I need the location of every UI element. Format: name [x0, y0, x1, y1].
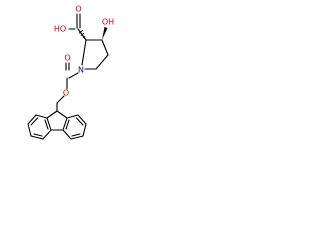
right-ring-bond-5	[62, 129, 72, 140]
ester-o-ch2-bond	[56, 95, 65, 104]
c2-cooh-hash-bond	[78, 29, 87, 41]
left-ring-bond-2	[27, 114, 37, 125]
right-ring-bond-2	[77, 114, 87, 125]
ring-nitrogen-label: N	[78, 66, 84, 75]
carbamate-carbonyl-oxygen-label: O	[64, 54, 70, 63]
fluorene-c9-c9a-bond	[46, 110, 58, 119]
n-carbamate-c-bond	[68, 72, 79, 79]
right-ring-inner-bond-2	[71, 133, 81, 137]
chemical-structure: HO O OH N O O	[27, 5, 114, 140]
right-ring-bond-4	[70, 135, 84, 140]
carbamate-ester-oxygen-label: O	[63, 89, 69, 98]
ring-c4-c5-bond	[95, 54, 109, 70]
left-ring-inner-bond-2	[33, 133, 43, 137]
left-ring-bond-4	[30, 135, 44, 140]
ring-c3-c4-bond	[101, 39, 109, 56]
fluorene-c9a-c4a-bond	[46, 117, 52, 131]
right-ring-bond-1	[66, 114, 79, 119]
left-ring-bond-1	[35, 114, 48, 119]
c3-oh-wedge-bond	[102, 27, 108, 40]
acid-carbonyl-oxygen-label: O	[75, 5, 81, 14]
right-ring-inner-bond-3	[65, 119, 70, 130]
left-ring-bond-5	[42, 129, 52, 140]
fluorene-c8a-c4b-bond	[62, 117, 68, 131]
right-ring-inner-bond-1	[75, 117, 84, 126]
ring-hydroxyl-label: OH	[102, 18, 114, 27]
ring-n-c2-bond	[81, 39, 87, 66]
left-ring-bond-3	[27, 123, 32, 137]
right-ring-bond-3	[82, 123, 87, 137]
left-ring-inner-bond-3	[44, 119, 49, 130]
fluorene-c9-c8a-bond	[56, 110, 68, 119]
acid-hydroxyl-label: HO	[54, 25, 66, 34]
left-ring-inner-bond-1	[30, 117, 39, 126]
